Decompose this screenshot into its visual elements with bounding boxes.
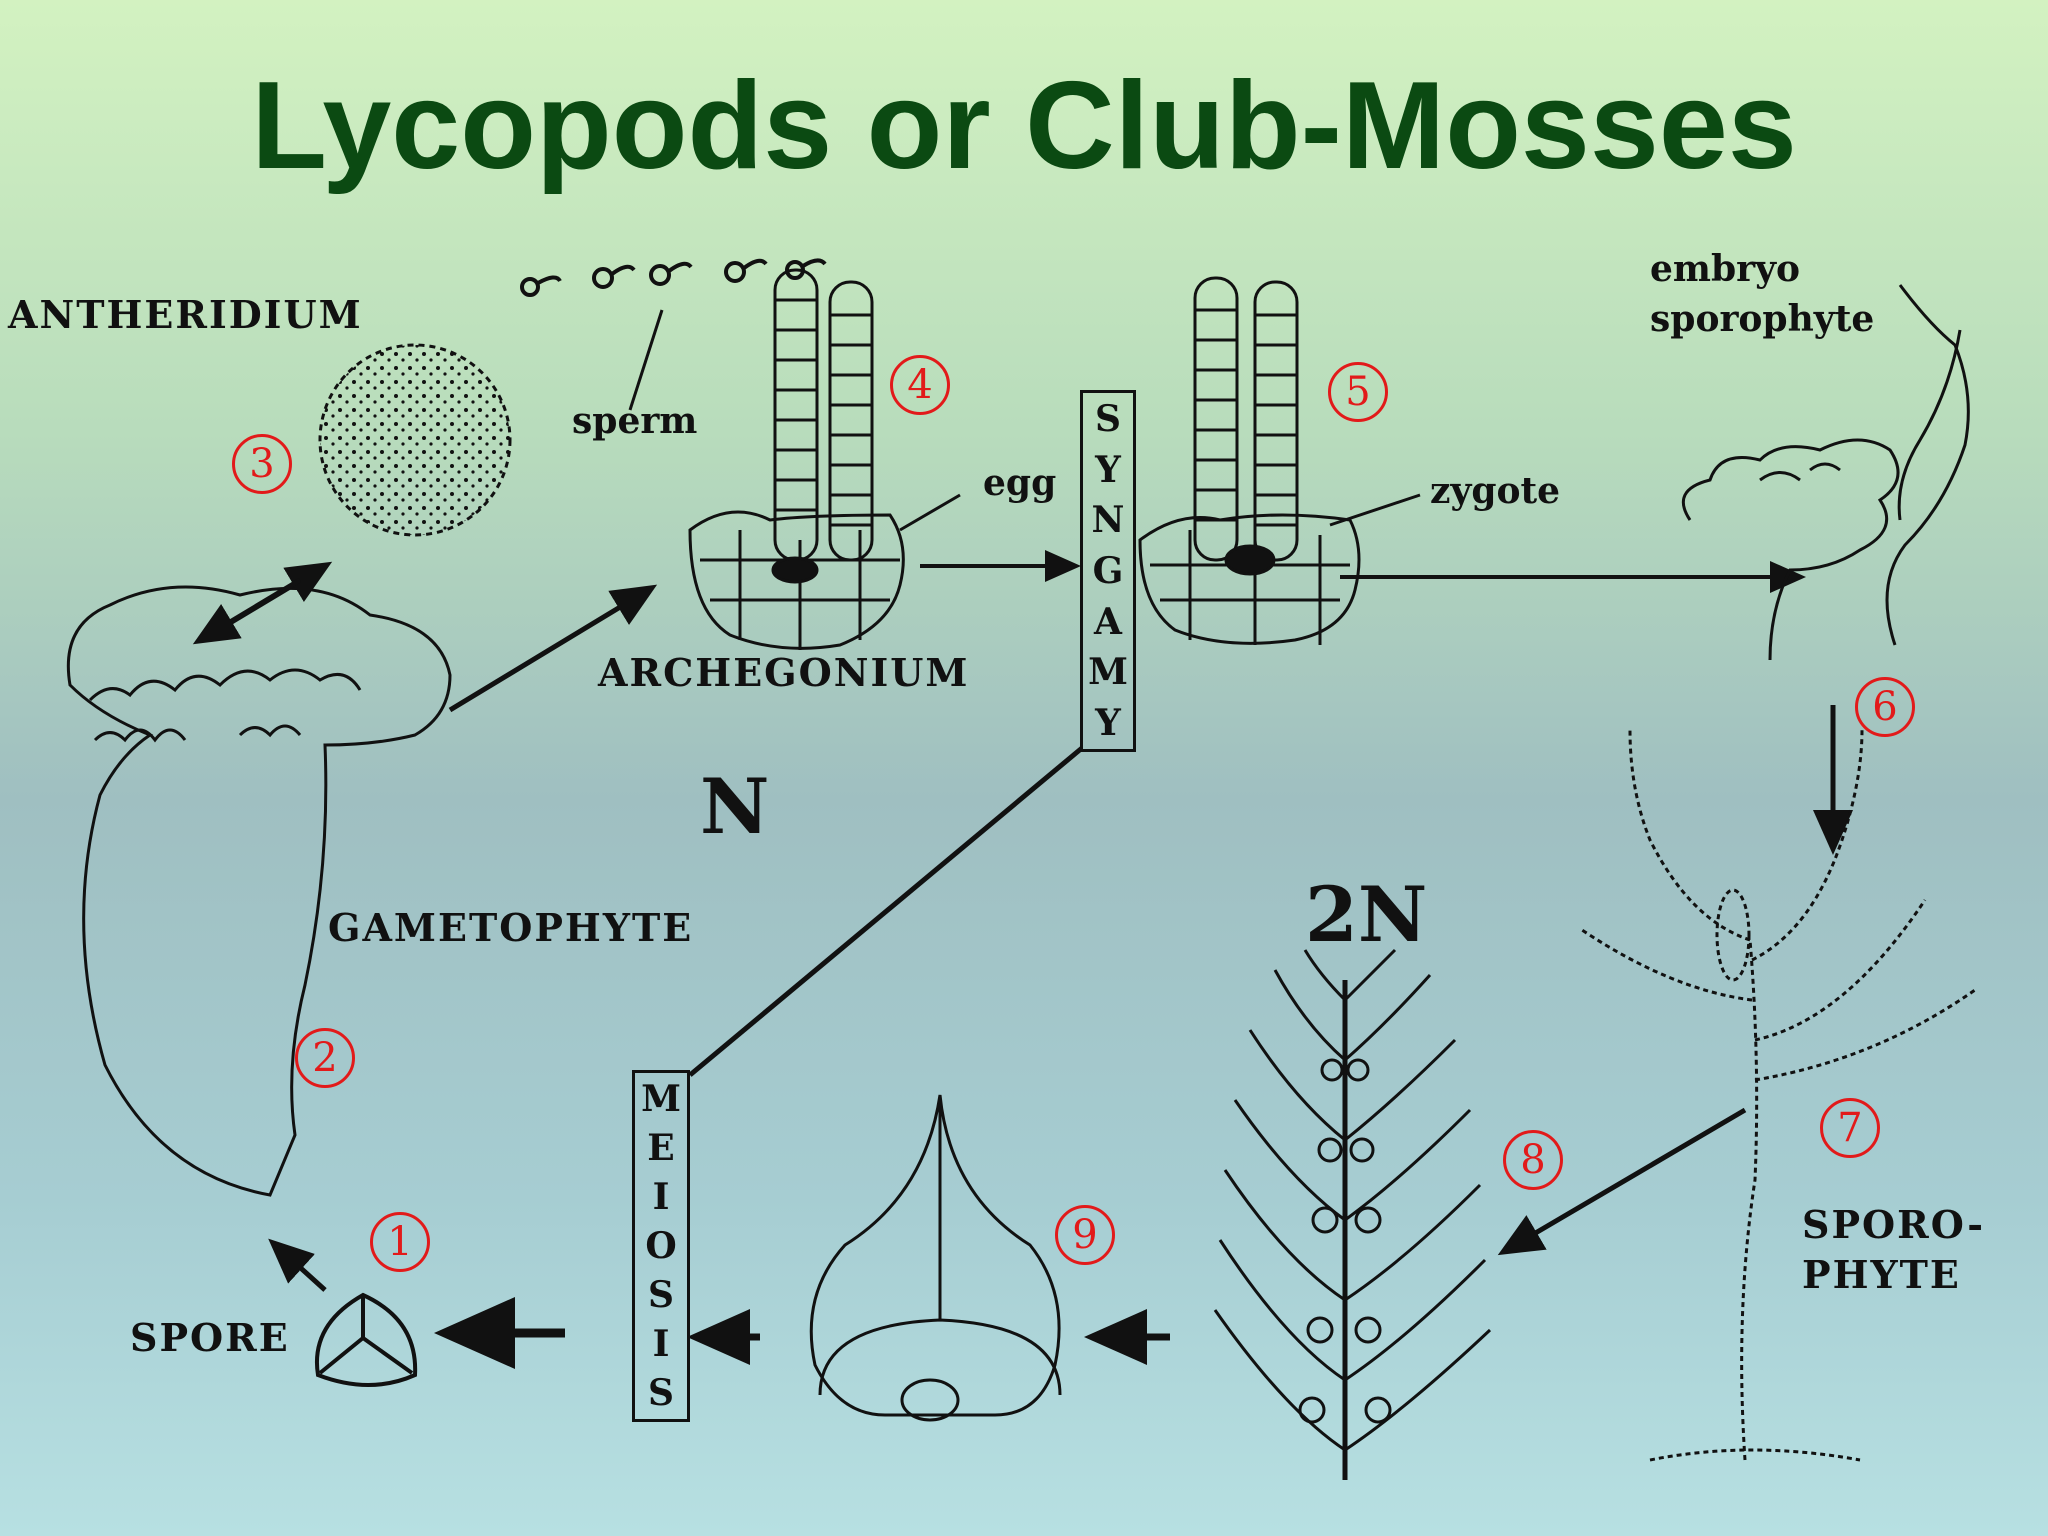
- arrow-to-strobilus: [1497, 1107, 1747, 1256]
- meiosis-letter: S: [648, 1372, 674, 1414]
- antheridium-drawing: [318, 343, 512, 537]
- step-number-1: 1: [370, 1212, 430, 1272]
- step-number-8: 8: [1503, 1130, 1563, 1190]
- sporangium-drawing: [809, 1094, 1062, 1422]
- meiosis-letter: E: [647, 1127, 675, 1169]
- syngamy-letter: N: [1091, 499, 1125, 542]
- syngamy-box: S Y N G A M Y: [1080, 390, 1136, 752]
- label-zygote: zygote: [1430, 470, 1561, 512]
- meiosis-letter: S: [648, 1274, 674, 1316]
- meiosis-letter: M: [641, 1078, 681, 1120]
- syngamy-letter: S: [1095, 398, 1121, 440]
- label-gametophyte: GAMETOPHYTE: [328, 905, 694, 950]
- label-sperm: sperm: [572, 400, 698, 442]
- label-sporophyte-line2: PHYTE: [1802, 1252, 1961, 1297]
- syngamy-letter: Y: [1095, 448, 1121, 491]
- syngamy-letter: A: [1094, 600, 1122, 643]
- strobilus-drawing: [1213, 948, 1492, 1480]
- label-haploid: N: [700, 762, 770, 851]
- meiosis-letter: O: [645, 1225, 677, 1267]
- step-number-6: 6: [1855, 677, 1915, 737]
- step-number-3: 3: [232, 434, 292, 494]
- step-number-4: 4: [890, 355, 950, 415]
- sporophyte-drawing: [1581, 729, 1976, 1462]
- syngamy-letter: Y: [1095, 701, 1121, 744]
- archegonium-drawing: [688, 268, 961, 650]
- embryo-sporophyte-drawing: [1681, 284, 1970, 661]
- syngamy-letter: G: [1092, 549, 1124, 592]
- step-number-5: 5: [1328, 362, 1388, 422]
- meiosis-box: M E I O S I S: [632, 1070, 690, 1422]
- arrow-back-gametophyte: [192, 577, 302, 645]
- label-embryo-line2: sporophyte: [1650, 298, 1875, 340]
- label-sporophyte-line1: SPORO-: [1802, 1202, 1985, 1247]
- label-spore: SPORE: [130, 1315, 290, 1360]
- gametophyte-drawing: [66, 585, 452, 1197]
- label-egg: egg: [983, 462, 1057, 504]
- label-archegonium: ARCHEGONIUM: [598, 650, 970, 695]
- label-diploid: 2N: [1305, 870, 1428, 959]
- step-number-7: 7: [1820, 1098, 1880, 1158]
- slide-title: Lycopods or Club-Mosses: [251, 57, 1797, 195]
- label-embryo-line1: embryo: [1650, 248, 1801, 290]
- sperm-drawing: [520, 258, 827, 411]
- phase-divider-line: [688, 746, 1084, 1077]
- meiosis-letter: I: [652, 1323, 670, 1365]
- step-number-9: 9: [1055, 1205, 1115, 1265]
- syngamy-letter: M: [1088, 651, 1128, 694]
- zygote-drawing: [1138, 276, 1421, 645]
- label-antheridium: ANTHERIDIUM: [8, 292, 363, 337]
- arrow-to-archegonium: [448, 584, 658, 713]
- step-number-2: 2: [295, 1028, 355, 1088]
- spore-drawing: [315, 1292, 418, 1387]
- meiosis-letter: I: [652, 1176, 670, 1218]
- arrow-to-gametophyte: [268, 1238, 327, 1292]
